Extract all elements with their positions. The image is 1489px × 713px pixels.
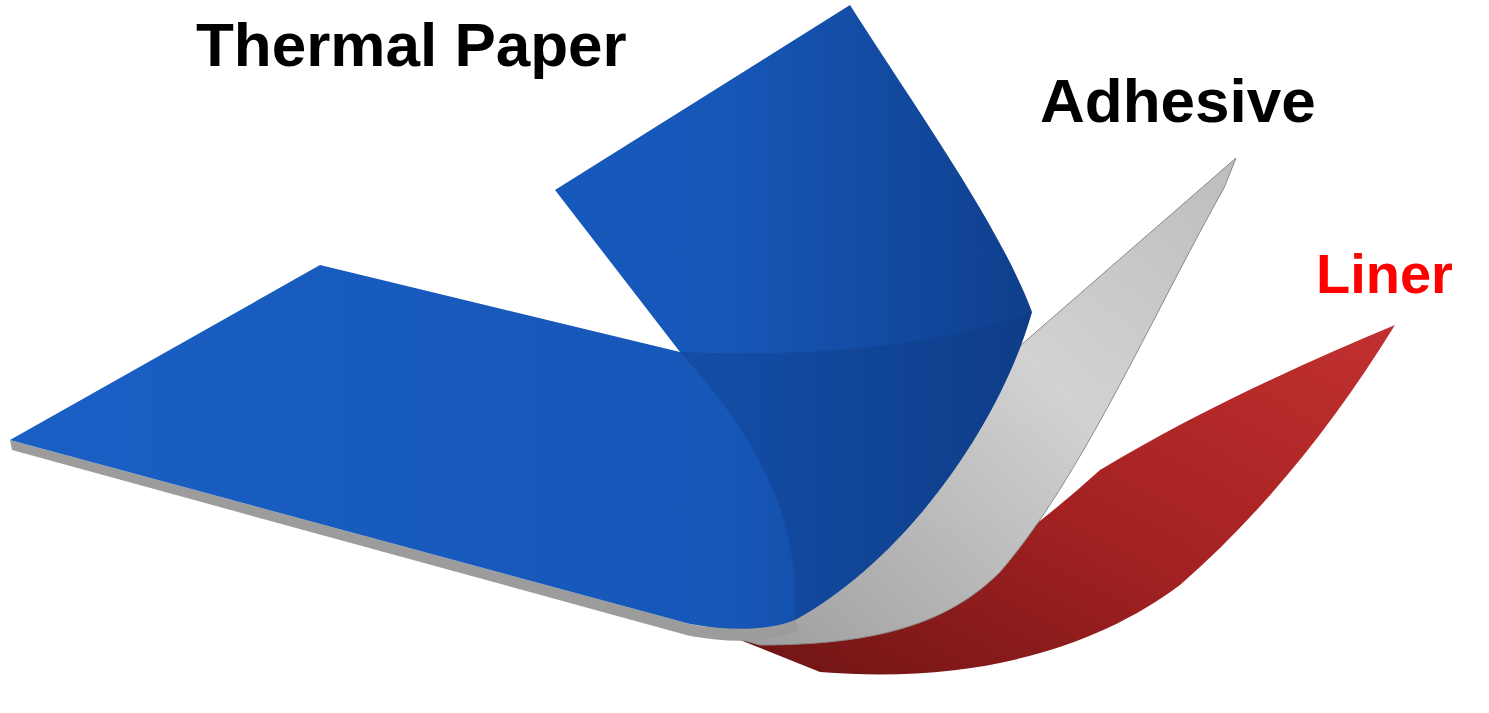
- sheet-shading: [680, 312, 1032, 620]
- layer-label: Adhesive: [1040, 70, 1316, 132]
- layer-label: Thermal Paper: [196, 14, 627, 76]
- layer-label: Liner: [1316, 246, 1453, 302]
- thermal-paper-sheet: [10, 5, 1032, 629]
